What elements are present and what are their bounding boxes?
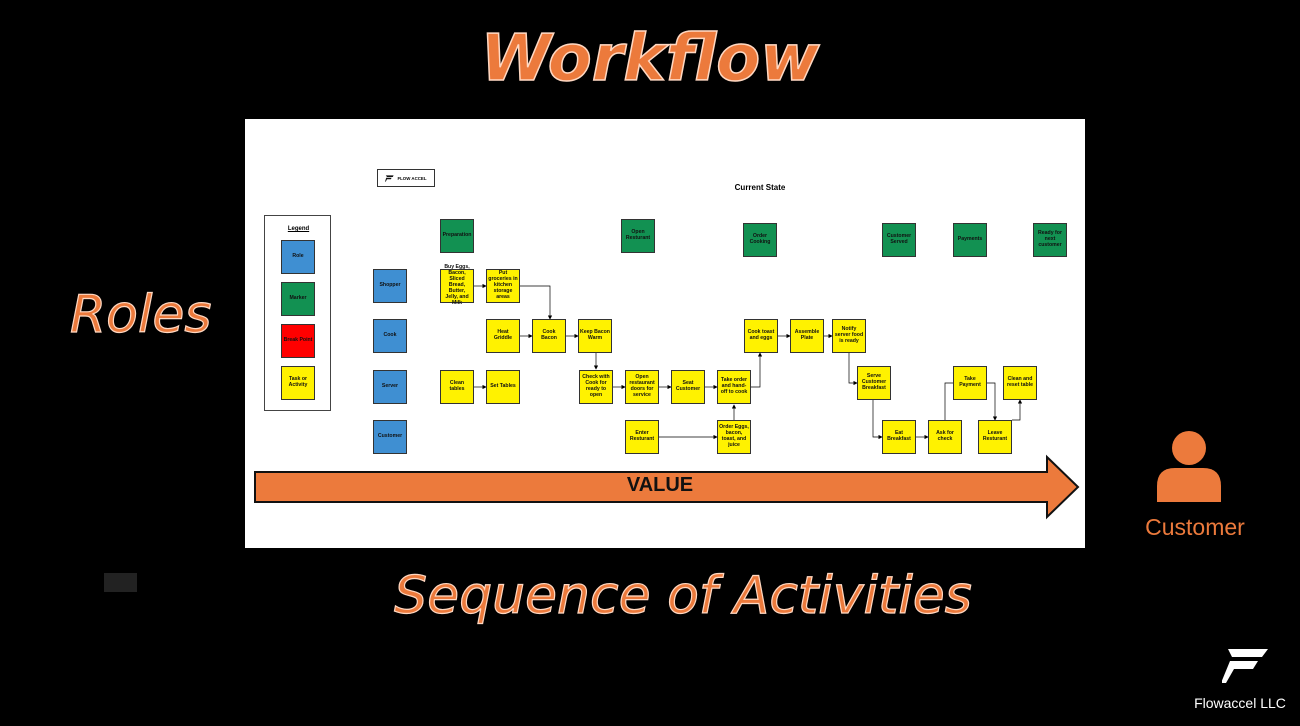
sequence-of-activities-label: Sequence of Activities <box>393 565 972 626</box>
task-serve-breakfast: Serve Customer Breakfast <box>857 366 891 400</box>
task-take-payment: Take Payment <box>953 366 987 400</box>
flow-accel-logo-icon <box>385 174 395 182</box>
task-open-doors: Open restaurant doors for service <box>625 370 659 404</box>
slide-title: Workflow <box>480 21 820 97</box>
legend-title: Legend <box>287 226 310 232</box>
task-clean-reset-table: Clean and reset table <box>1003 366 1037 400</box>
marker-order-cooking: Order Cooking <box>743 223 777 257</box>
task-cook-toast: Cook toast and eggs <box>744 319 778 353</box>
flow-accel-logo: FLOW ACCEL <box>377 169 435 187</box>
task-take-order: Take order and hand-off to cook <box>717 370 751 404</box>
task-order-eggs: Order Eggs, bacon, toast, and juice <box>717 420 751 454</box>
role-customer: Customer <box>373 420 407 454</box>
task-keep-bacon-warm: Keep Bacon Warm <box>578 319 612 353</box>
task-set-tables: Set Tables <box>486 370 520 404</box>
legend-marker: Marker <box>281 282 315 316</box>
workflow-diagram: FLOW ACCEL Current State Legend Role Mar… <box>245 119 1085 548</box>
task-heat-griddle: Heat Griddle <box>486 319 520 353</box>
diagram-connectors <box>254 283 1080 520</box>
task-check-with-cook: Check with Cook for ready to open <box>579 370 613 404</box>
task-clean-tables: Clean tables <box>440 370 474 404</box>
connector <box>751 352 763 388</box>
marker-open-restaurant: Open Resturant <box>621 219 655 253</box>
task-put-groceries: Put groceries in kitchen storage areas <box>486 269 520 303</box>
task-cook-bacon: Cook Bacon <box>532 319 566 353</box>
marker-preparation: Preparation <box>440 219 474 253</box>
role-server: Server <box>373 370 407 404</box>
connector <box>848 353 858 386</box>
customer-person-icon <box>1157 431 1221 502</box>
connector <box>1012 399 1023 421</box>
legend-task: Task or Activity <box>281 366 315 400</box>
roles-label: Roles <box>69 284 212 345</box>
connector <box>520 285 553 320</box>
marker-customer-served: Customer Served <box>882 223 916 257</box>
marker-payments: Payments <box>953 223 987 257</box>
task-enter-restaurant: Enter Resturant <box>625 420 659 454</box>
connector <box>872 400 883 440</box>
value-arrow-label: VALUE <box>626 474 694 496</box>
connector <box>987 382 998 421</box>
value-arrow <box>254 454 1080 520</box>
dark-placeholder <box>104 573 137 592</box>
task-buy-eggs: Buy Eggs, Bacon, Sliced Bread, Butter, J… <box>440 264 474 306</box>
legend: Legend Role Marker Break Point Task or A… <box>264 215 331 411</box>
task-seat-customer: Seat Customer <box>671 370 705 404</box>
task-ask-for-check: Ask for check <box>928 420 962 454</box>
logo-text: FLOW ACCEL <box>397 175 427 181</box>
task-eat-breakfast: Eat Breakfast <box>882 420 916 454</box>
task-notify-server: Notify server food is ready <box>832 319 866 353</box>
diagram-heading: Current State <box>734 183 786 192</box>
brand-name: Flowaccel LLC <box>1194 695 1286 711</box>
flowaccel-logo-icon <box>1222 649 1268 683</box>
task-assemble-plate: Assemble Plate <box>790 319 824 353</box>
legend-role: Role <box>281 240 315 274</box>
role-shopper: Shopper <box>373 269 407 303</box>
legend-break-point: Break Point <box>281 324 315 358</box>
marker-ready-next-customer: Ready for next customer <box>1033 223 1067 257</box>
role-cook: Cook <box>373 319 407 353</box>
customer-label: Customer <box>1145 514 1245 540</box>
task-leave-restaurant: Leave Resturant <box>978 420 1012 454</box>
